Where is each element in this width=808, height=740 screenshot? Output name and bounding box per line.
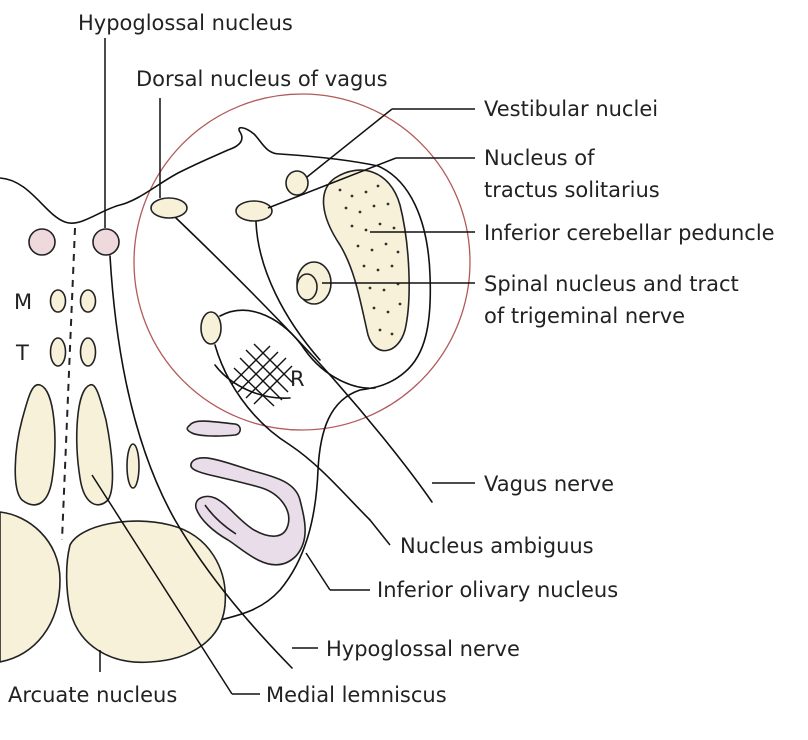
label-vagus-nerve: Vagus nerve xyxy=(484,472,614,496)
label-hypoglossal-nucleus: Hypoglossal nucleus xyxy=(78,11,293,35)
label-t: T xyxy=(15,341,29,365)
medial-lemniscus-right xyxy=(76,383,114,506)
t-oval-right xyxy=(79,337,97,367)
t-oval-left xyxy=(49,337,67,367)
label-inferior-olivary: Inferior olivary nucleus xyxy=(377,578,618,602)
midline xyxy=(61,227,76,541)
label-m: M xyxy=(14,290,32,314)
label-inferior-cerebellar: Inferior cerebellar peduncle xyxy=(484,221,775,245)
solitarius-fiber xyxy=(255,221,321,361)
reticular-region-outline xyxy=(219,309,376,389)
label-nucleus-ambiguus: Nucleus ambiguus xyxy=(400,534,594,558)
hypoglossal-nucleus-right xyxy=(92,228,120,256)
label-spinal-trigeminal-1: Spinal nucleus and tract xyxy=(484,272,739,296)
label-nucleus-tractus-1: Nucleus of xyxy=(484,146,595,170)
inferior-olivary-small xyxy=(186,420,242,437)
inferior-cerebellar-peduncle xyxy=(322,169,410,352)
m-oval-left xyxy=(49,289,67,313)
medial-lemniscus-left xyxy=(14,383,56,506)
vestibular-nucleus xyxy=(285,170,309,196)
dorsal-nucleus-vagus xyxy=(150,197,188,219)
nucleus-ambiguus xyxy=(200,311,222,345)
inferior-olivary-lower xyxy=(204,504,237,535)
pyramid-right xyxy=(65,520,227,664)
small-vertical-oval xyxy=(126,443,140,489)
inferior-olivary-nucleus xyxy=(190,457,306,566)
label-medial-lemniscus: Medial lemniscus xyxy=(266,683,447,707)
reticular-formation xyxy=(231,343,295,407)
label-spinal-trigeminal-2: of trigeminal nerve xyxy=(484,304,685,328)
nucleus-ambiguus-fiber xyxy=(214,344,371,521)
hypoglossal-nerve-root xyxy=(109,255,293,669)
nucleus-tractus-solitarius xyxy=(235,200,273,222)
label-dorsal-nucleus-vagus: Dorsal nucleus of vagus xyxy=(136,67,388,91)
label-arcuate-nucleus: Arcuate nucleus xyxy=(8,683,177,707)
m-oval-right xyxy=(79,289,97,313)
label-nucleus-tractus-2: tractus solitarius xyxy=(484,178,660,202)
label-vestibular-nuclei: Vestibular nuclei xyxy=(484,97,658,121)
pyramid-left xyxy=(0,511,61,663)
label-hypoglossal-nerve: Hypoglossal nerve xyxy=(326,637,520,661)
spinal-trigeminal-nucleus xyxy=(296,273,318,301)
leader-lines xyxy=(91,38,475,695)
vagus-nerve-root xyxy=(175,217,433,503)
medulla-outline xyxy=(0,126,432,621)
label-r: R xyxy=(290,367,305,391)
highlight-circle xyxy=(133,93,471,431)
hypoglossal-nucleus-left xyxy=(28,228,56,256)
